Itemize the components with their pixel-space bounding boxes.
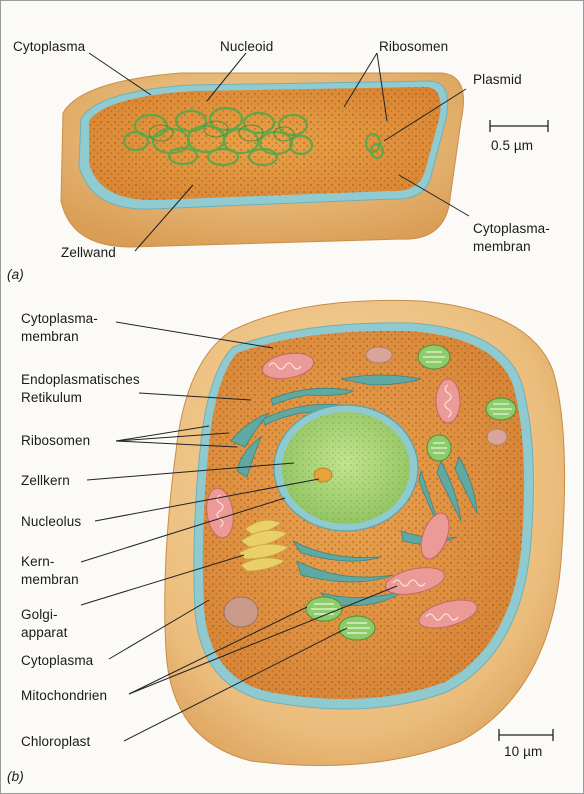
label-kernmembran-2: membran: [21, 571, 79, 588]
label-cytoplasma-b: Cytoplasma: [21, 652, 93, 669]
label-er-2: Retikulum: [21, 389, 82, 406]
label-er-1: Endoplasmatisches: [21, 371, 140, 388]
label-membran-a-2: membran: [473, 238, 531, 255]
label-plasmid: Plasmid: [473, 71, 522, 88]
panel-a-tag: (a): [7, 266, 24, 283]
label-ribosomen-b: Ribosomen: [21, 432, 90, 449]
label-membran-b-1: Cytoplasma-: [21, 310, 98, 327]
scale-bar-a-graphic: [490, 120, 548, 132]
label-membran-a-1: Cytoplasma-: [473, 220, 550, 237]
label-golgi-2: apparat: [21, 624, 68, 641]
eukaryote-cell: [165, 300, 565, 765]
label-chloroplast: Chloroplast: [21, 733, 90, 750]
label-golgi-1: Golgi-: [21, 606, 58, 623]
nucleus-body: [274, 405, 418, 531]
label-ribosomen-a: Ribosomen: [379, 38, 448, 55]
label-kernmembran-1: Kern-: [21, 553, 55, 570]
panel-b-tag: (b): [7, 768, 24, 785]
prokaryote-cell: [61, 73, 464, 247]
label-nucleoid: Nucleoid: [220, 38, 273, 55]
label-membran-b-2: membran: [21, 328, 79, 345]
label-zellkern: Zellkern: [21, 472, 70, 489]
label-nucleolus: Nucleolus: [21, 513, 81, 530]
scale-bar-b-graphic: [499, 729, 553, 741]
label-cytoplasma-a: Cytoplasma: [13, 38, 85, 55]
scale-bar-b-label: 10 µm: [504, 743, 542, 760]
scale-bar-a-label: 0.5 µm: [491, 137, 533, 154]
label-mitochondrien: Mitochondrien: [21, 687, 107, 704]
label-zellwand: Zellwand: [61, 244, 116, 261]
